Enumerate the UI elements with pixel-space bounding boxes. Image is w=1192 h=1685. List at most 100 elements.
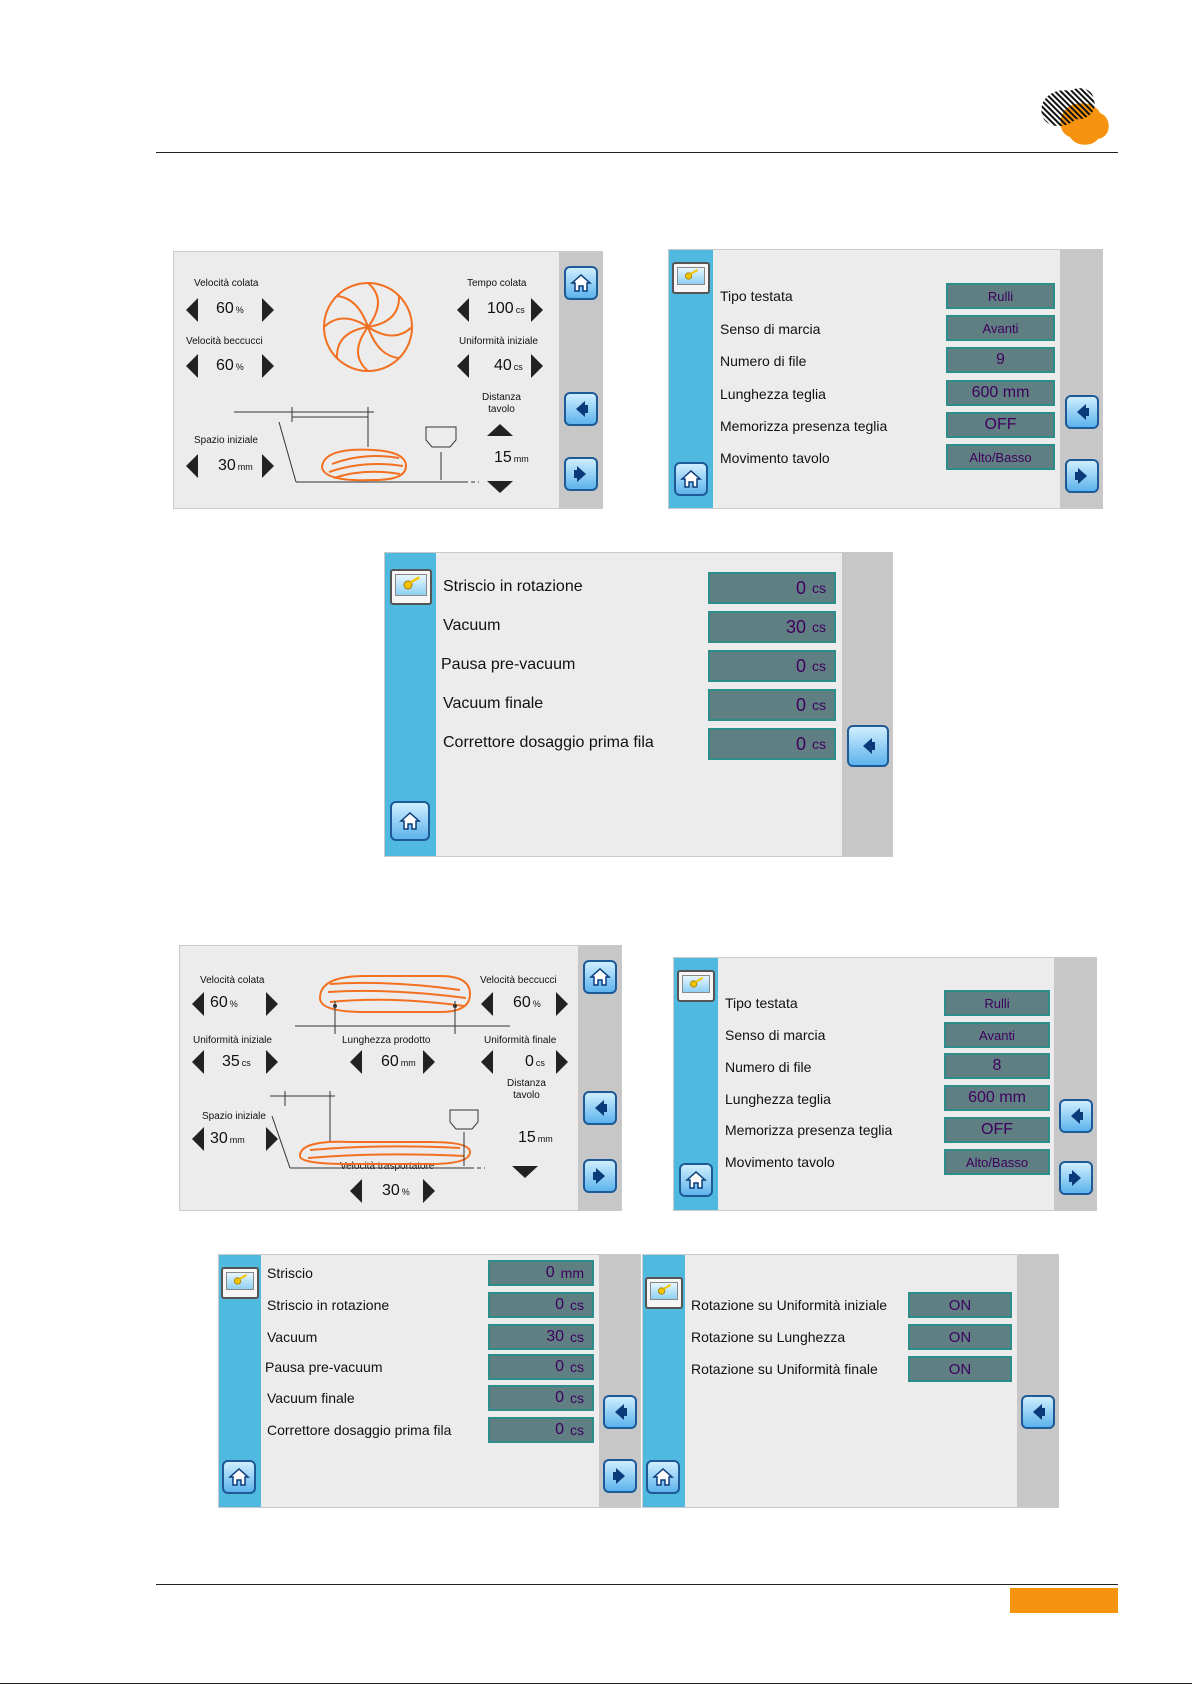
next-button[interactable] [1065,459,1099,493]
increase-arrow[interactable] [531,354,543,378]
value-velocita-colata: 60% [210,994,238,1011]
access-key-button[interactable] [672,262,710,294]
value-field[interactable]: 600 mm [944,1085,1050,1111]
home-button[interactable] [679,1163,713,1197]
row-label: Vacuum [267,1329,318,1345]
key-monitor-icon [685,269,699,280]
label-velocita-colata: Velocità colata [200,975,265,986]
value-field[interactable]: 600 mm [946,380,1055,406]
decrease-arrow[interactable] [481,1050,493,1074]
value-field[interactable]: Rulli [946,283,1055,309]
back-button[interactable] [1059,1099,1093,1133]
row-label: Rotazione su Uniformità iniziale [691,1297,888,1313]
back-button[interactable] [1065,395,1099,429]
value-field[interactable]: Avanti [946,315,1055,341]
value-field[interactable]: Alto/Basso [946,444,1055,470]
screen-impostazioni-teglia: Tipo testata Rulli Senso di marcia Avant… [668,249,1103,509]
decrease-arrow[interactable] [192,1050,204,1074]
back-button[interactable] [564,392,598,426]
decrease-arrow[interactable] [192,992,204,1016]
row-label: Vacuum [443,617,501,634]
product-diagram [270,975,510,1169]
screen-impostazioni-teglia-2: Tipo testata Rulli Senso di marcia Avant… [673,957,1097,1211]
increase-arrow[interactable] [262,298,274,322]
decrease-arrow[interactable] [186,298,198,322]
home-button[interactable] [564,266,598,300]
arrow-left-icon [576,401,588,417]
key-monitor-icon [658,1284,672,1295]
decrease-arrow[interactable] [186,354,198,378]
increase-arrow[interactable] [262,354,274,378]
decrease-arrow[interactable] [457,298,469,322]
access-key-button[interactable] [221,1267,259,1299]
value-field[interactable]: ON [908,1324,1012,1350]
value-field[interactable]: Avanti [944,1022,1050,1048]
back-button[interactable] [583,1091,617,1125]
row-label: Movimento tavolo [725,1154,835,1170]
value-field[interactable]: ON [908,1356,1012,1382]
decrease-arrow[interactable] [481,992,493,1016]
decrease-arrow[interactable] [350,1179,362,1203]
back-button[interactable] [1021,1395,1055,1429]
value-field[interactable]: 9 [946,347,1055,373]
row-label: Striscio in rotazione [443,578,583,595]
next-button[interactable] [603,1459,637,1493]
increase-arrow[interactable] [266,1127,278,1151]
side-bar-right [1017,1255,1058,1507]
decrease-arrow[interactable] [186,454,198,478]
home-button[interactable] [583,960,617,994]
value-field[interactable]: OFF [946,412,1055,438]
home-button[interactable] [222,1460,256,1494]
decrease-arrow[interactable] [350,1050,362,1074]
value-field[interactable]: Alto/Basso [944,1149,1050,1175]
increase-arrow[interactable] [487,424,513,436]
increase-arrow[interactable] [556,992,568,1016]
value-field[interactable]: ON [908,1292,1012,1318]
increase-arrow[interactable] [556,1050,568,1074]
home-button[interactable] [674,462,708,496]
next-button[interactable] [564,457,598,491]
back-button[interactable] [847,725,889,767]
increase-arrow[interactable] [423,1050,435,1074]
value-field[interactable]: 8 [944,1053,1050,1079]
home-icon [228,1467,250,1486]
row-label: Memorizza presenza teglia [720,418,888,434]
increase-arrow[interactable] [266,992,278,1016]
next-button[interactable] [1059,1161,1093,1195]
increase-arrow[interactable] [266,1050,278,1074]
increase-arrow[interactable] [531,298,543,322]
label-uniformita-iniziale: Uniformità iniziale [459,336,538,347]
decrease-arrow[interactable] [457,354,469,378]
key-monitor-icon [403,576,420,590]
access-key-button[interactable] [390,569,432,605]
decrease-arrow[interactable] [512,1166,538,1178]
decrease-arrow[interactable] [192,1127,204,1151]
home-button[interactable] [390,801,430,841]
access-key-button[interactable] [645,1277,683,1309]
value-field[interactable]: Rulli [944,990,1050,1016]
decrease-arrow[interactable] [487,481,513,493]
increase-arrow[interactable] [423,1179,435,1203]
access-key-button[interactable] [677,970,715,1002]
back-button[interactable] [603,1395,637,1429]
value-field[interactable]: OFF [944,1117,1050,1143]
home-button[interactable] [646,1460,680,1494]
next-button[interactable] [583,1159,617,1193]
value-velocita-beccucci: 60% [216,357,244,374]
row-label: Numero di file [725,1059,812,1075]
increase-arrow[interactable] [262,454,274,478]
